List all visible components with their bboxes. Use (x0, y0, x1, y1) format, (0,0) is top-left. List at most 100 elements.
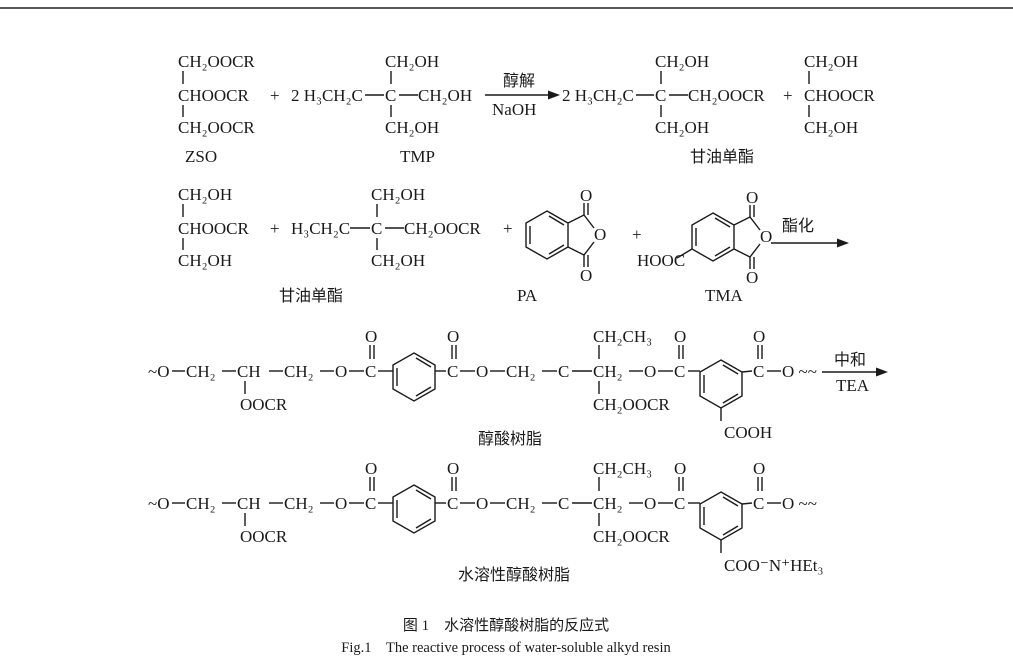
tmp-central-carbon: C (385, 86, 396, 105)
label-monoester-row2: 甘油单酯 (279, 287, 343, 305)
r4-quaternary-c: C (558, 494, 569, 513)
row2-plus-1: + (270, 219, 280, 238)
r3-ch2-d: CH₂ (593, 362, 623, 381)
r4-c1-oxygen: O (365, 459, 377, 478)
alkyd-resin-structure: ~O CH₂ CH CH₂ O C O C O O CH₂ C CH₂ CH (148, 327, 817, 442)
r4-c-2: C (447, 494, 458, 513)
r3-carboxyl: COOH (724, 423, 772, 442)
row1-monoglyceride: CH₂OH CHOOCR CH₂OH (804, 52, 876, 137)
tm-central-carbon: C (371, 219, 382, 238)
r3-ch2-b: CH₂ (284, 362, 314, 381)
row1-tmp: 2 H₃CH₂C C CH₂OH CH₂OH CH₂OH (291, 52, 472, 137)
prod-central-carbon: C (655, 86, 666, 105)
r4-c4-oxygen: O (674, 459, 686, 478)
tm-left-ethyl: H₃CH₂C (291, 219, 350, 238)
row1-zso: CH₂OOCR CHOOCR CH₂OOCR (178, 52, 255, 137)
r4-c5-oxygen: O (753, 459, 765, 478)
r3-ch2-c: CH₂ (506, 362, 536, 381)
r4-ch: CH (237, 494, 261, 513)
r3-side-oocr: OOCR (240, 395, 288, 414)
r4-ch2-b: CH₂ (284, 494, 314, 513)
label-water-soluble-alkyd: 水溶性醇酸树脂 (458, 566, 570, 584)
prod-bottom-group: CH₂OH (655, 118, 709, 137)
row2-plus-3: + (632, 225, 642, 244)
prod-right-group: CH₂OOCR (688, 86, 765, 105)
r4-o-1: O (335, 494, 347, 513)
pa-oxygen-ring: O (594, 225, 606, 244)
label-tma: TMA (705, 286, 744, 305)
r4-c-4: C (674, 494, 685, 513)
label-alkyd-resin: 醇酸树脂 (478, 430, 542, 448)
tma-oxygen-top: O (746, 188, 758, 207)
mg1-carbon-3: CH₂OH (804, 118, 858, 137)
r3-c1-oxygen: O (365, 327, 377, 346)
tm-right-group: CH₂OOCR (404, 219, 481, 238)
r3-ethyl: CH₂CH₃ (593, 327, 652, 346)
arrow-neutralization: 中和 TEA (822, 351, 888, 395)
arrow-esterification-label: 酯化 (782, 217, 814, 235)
row2-tmp-monoester: H₃CH₂C C CH₂OOCR CH₂OH CH₂OH (291, 185, 481, 270)
arrow-alcoholysis: 醇解 NaOH (485, 72, 560, 119)
row1-plus-1: + (270, 86, 280, 105)
tm-top-group: CH₂OH (371, 185, 425, 204)
r3-c-2: C (447, 362, 458, 381)
r4-ethyl: CH₂CH₃ (593, 459, 652, 478)
label-monoester-row1: 甘油单酯 (690, 148, 754, 166)
r3-chain-start: ~O (148, 362, 169, 381)
r4-side-oocr: OOCR (240, 527, 288, 546)
pa-oxygen-top: O (580, 186, 592, 205)
r3-ch: CH (237, 362, 261, 381)
mg2-carbon-2: CHOOCR (178, 219, 250, 238)
tmp-bottom-group: CH₂OH (385, 118, 439, 137)
r3-c-4: C (674, 362, 685, 381)
r3-c4-oxygen: O (674, 327, 686, 346)
pa-structure: O O O (525, 186, 606, 285)
arrow-alcoholysis-label-top: 醇解 (503, 72, 535, 90)
arrow-esterification: 酯化 (771, 217, 849, 248)
tmp-coefficient-ethyl: 2 H₃CH₂C (291, 86, 363, 105)
zso-carbon-1: CH₂OOCR (178, 52, 255, 71)
prod-top-group: CH₂OH (655, 52, 709, 71)
r4-chain-start: ~O (148, 494, 169, 513)
r4-carboxylate-salt: COO⁻N⁺HEt₃ (724, 556, 824, 575)
mg1-carbon-1: CH₂OH (804, 52, 858, 71)
r3-o-1: O (335, 362, 347, 381)
r4-chain-end: O ~~ (782, 494, 817, 513)
r3-quaternary-c: C (558, 362, 569, 381)
r3-o-2: O (476, 362, 488, 381)
r4-c-1: C (365, 494, 376, 513)
r4-o-2: O (476, 494, 488, 513)
tma-carboxyl: HOOC (637, 251, 685, 270)
r4-ch2-c: CH₂ (506, 494, 536, 513)
r4-ester-side: CH₂OOCR (593, 527, 670, 546)
r3-o-3: O (644, 362, 656, 381)
r4-o-3: O (644, 494, 656, 513)
pa-oxygen-bottom: O (580, 266, 592, 285)
r3-c-1: C (365, 362, 376, 381)
row2-plus-2: + (503, 219, 513, 238)
r3-ester-side: CH₂OOCR (593, 395, 670, 414)
r4-c2-oxygen: O (447, 459, 459, 478)
label-zso: ZSO (185, 147, 217, 166)
tma-oxygen-bottom: O (746, 268, 758, 287)
zso-carbon-3: CH₂OOCR (178, 118, 255, 137)
r4-ch2-d: CH₂ (593, 494, 623, 513)
row2-monoglyceride: CH₂OH CHOOCR CH₂OH (178, 185, 250, 270)
prod-coefficient-ethyl: 2 H₃CH₂C (562, 86, 634, 105)
r3-c2-oxygen: O (447, 327, 459, 346)
mg1-carbon-2: CHOOCR (804, 86, 876, 105)
row1-plus-2: + (783, 86, 793, 105)
arrow-neutralization-label-bottom: TEA (836, 376, 870, 395)
r3-chain-end: O ~~ (782, 362, 817, 381)
r3-c-5: C (753, 362, 764, 381)
caption-english: Fig.1 The reactive process of water-solu… (341, 640, 671, 656)
r3-c5-oxygen: O (753, 327, 765, 346)
tmp-right-group: CH₂OH (418, 86, 472, 105)
arrow-alcoholysis-label-bottom: NaOH (492, 100, 536, 119)
label-pa: PA (517, 286, 538, 305)
caption-chinese: 图 1 水溶性醇酸树脂的反应式 (403, 616, 609, 634)
arrow-neutralization-label-top: 中和 (834, 351, 866, 369)
water-soluble-alkyd-structure: ~O CH₂ CH CH₂ O C O C O O CH₂ C CH₂ CH₂C… (148, 459, 824, 575)
